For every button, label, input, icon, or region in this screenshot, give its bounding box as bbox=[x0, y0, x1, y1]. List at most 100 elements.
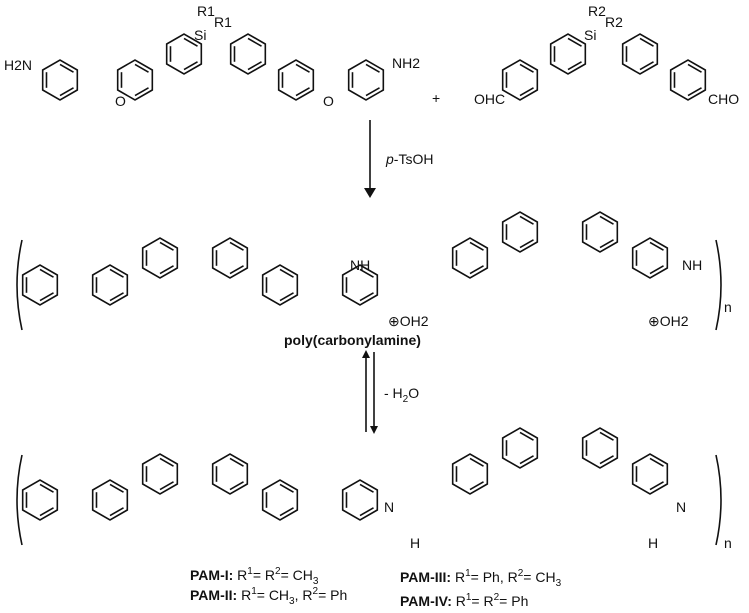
amine-right: NH2 bbox=[392, 55, 420, 71]
intermediate-ring-5-double-bond bbox=[359, 268, 374, 278]
reactant1-ring-4-double-bond bbox=[295, 87, 310, 97]
aldehyde-left: OHC bbox=[474, 91, 505, 107]
reactant2-ring-2-double-bond bbox=[639, 61, 654, 71]
product-ring-0-double-bond bbox=[39, 483, 54, 493]
product-ring-9 bbox=[631, 453, 669, 495]
product-ring-7-double-bond bbox=[519, 431, 534, 441]
reactant1-ring-0-double-bond bbox=[59, 87, 74, 97]
intermediate-ring-9-double-bond bbox=[649, 241, 664, 251]
reactant2-ring-3-double-bond bbox=[687, 63, 702, 73]
bound-text: H2N NH2 OHC CHO Si Si O O R1 R1 R2 R2 NH… bbox=[4, 3, 739, 551]
reactant2-ring-1-double-bond bbox=[567, 37, 582, 47]
product-imine-n-left: N bbox=[384, 499, 394, 515]
intermediate-ring-6-double-bond bbox=[469, 265, 484, 275]
product-ring-5-double-bond bbox=[359, 483, 374, 493]
dehydration-label: - H2O bbox=[384, 385, 419, 405]
intermediate-ring-8-double-bond bbox=[599, 215, 614, 225]
r1-oxygen-left: O bbox=[115, 93, 126, 109]
reactant2-ring-0-double-bond bbox=[519, 63, 534, 73]
intermediate-nh-left: NH bbox=[350, 257, 370, 273]
product-ring-6-double-bond bbox=[469, 481, 484, 491]
reactant2-ring-0 bbox=[501, 59, 539, 101]
reactant2-ring-0-double-bond bbox=[519, 87, 534, 97]
intermediate-ring-9 bbox=[631, 237, 669, 279]
product-imine-n-right: N bbox=[676, 499, 686, 515]
reactant1-ring-2-double-bond bbox=[183, 37, 198, 47]
reactant2-ring-2 bbox=[621, 33, 659, 75]
reactant1-ring-5-double-bond bbox=[365, 63, 380, 73]
legend-pam-4: PAM-IV: R1= R2= Ph bbox=[400, 592, 528, 609]
r1-oxygen-right: O bbox=[323, 93, 334, 109]
intermediate-ring-0-double-bond bbox=[39, 268, 54, 278]
reactant1-ring-5-double-bond bbox=[365, 87, 380, 97]
product-ring-4 bbox=[261, 479, 299, 521]
product-ring-3-double-bond bbox=[229, 481, 244, 491]
r1-substituent-b: R1 bbox=[214, 14, 232, 30]
r1-substituent-a: R1 bbox=[197, 3, 215, 19]
product-ring-9-double-bond bbox=[649, 457, 664, 467]
legend: PAM-I: R1= R2= CH3 PAM-II: R1= CH3, R2= … bbox=[190, 566, 562, 609]
product-ring-8-double-bond bbox=[599, 431, 614, 441]
legend-pam-3: PAM-III: R1= Ph, R2= CH3 bbox=[400, 568, 562, 589]
intermediate-ring-4 bbox=[261, 264, 299, 306]
reagent-label: p-TsOH bbox=[385, 151, 433, 167]
reagent-rest: -TsOH bbox=[394, 151, 434, 167]
intermediate-ring-2-double-bond bbox=[159, 265, 174, 275]
reactant1-ring-2 bbox=[165, 33, 203, 75]
intermediate-ring-3-double-bond bbox=[229, 265, 244, 275]
product-ring-4-double-bond bbox=[279, 483, 294, 493]
aldehyde-right: CHO bbox=[708, 91, 739, 107]
product-ring-7-double-bond bbox=[519, 455, 534, 465]
reactant2-ring-3 bbox=[669, 59, 707, 101]
r2-silicon: Si bbox=[584, 27, 596, 43]
intermediate-ring-9-double-bond bbox=[649, 265, 664, 275]
intermediate-nh-right: NH bbox=[682, 257, 702, 273]
legend-pam-1: PAM-I: R1= R2= CH3 bbox=[190, 566, 319, 587]
legend-pam-2: PAM-II: R1= CH3, R2= Ph bbox=[190, 586, 347, 607]
intermediate-ring-5 bbox=[341, 264, 379, 306]
intermediate-ring-1-double-bond bbox=[109, 268, 124, 278]
intermediate-ring-3-double-bond bbox=[229, 241, 244, 251]
intermediate-oh2-right: ⊕OH2 bbox=[648, 313, 689, 329]
product-ring-3-double-bond bbox=[229, 457, 244, 467]
intermediate-ring-6 bbox=[451, 237, 489, 279]
intermediate-ring-7 bbox=[501, 211, 539, 253]
reactant2-ring-3-double-bond bbox=[687, 87, 702, 97]
intermediate-ring-6-double-bond bbox=[469, 241, 484, 251]
intermediate-ring-7-double-bond bbox=[519, 239, 534, 249]
reactant1-ring-0 bbox=[41, 59, 79, 101]
intermediate-ring-1-double-bond bbox=[109, 292, 124, 302]
reactant1-ring-2-double-bond bbox=[183, 61, 198, 71]
product-ring-6 bbox=[451, 453, 489, 495]
product-ring-8 bbox=[581, 427, 619, 469]
product-ring-1 bbox=[91, 479, 129, 521]
intermediate-ring-2 bbox=[141, 237, 179, 279]
intermediate-name: poly(carbonylamine) bbox=[284, 332, 421, 348]
product-imine-h-left: H bbox=[410, 535, 420, 551]
product-ring-5-double-bond bbox=[359, 507, 374, 517]
r1-silicon: Si bbox=[194, 27, 206, 43]
reactant1-ring-3-double-bond bbox=[247, 37, 262, 47]
product-imine-h-right: H bbox=[648, 535, 658, 551]
intermediate-repeat: n bbox=[724, 299, 732, 315]
intermediate-left-bracket bbox=[16, 239, 23, 331]
reactant1-ring-3-double-bond bbox=[247, 61, 262, 71]
product-ring-1-double-bond bbox=[109, 507, 124, 517]
reactant1-ring-5 bbox=[347, 59, 385, 101]
intermediate-ring-0-double-bond bbox=[39, 292, 54, 302]
product-ring-6-double-bond bbox=[469, 457, 484, 467]
reactant1-ring-4 bbox=[277, 59, 315, 101]
intermediate-ring-8 bbox=[581, 211, 619, 253]
intermediate-right-bracket bbox=[715, 239, 722, 331]
reactant1-ring-0-double-bond bbox=[59, 63, 74, 73]
reactant1-ring-1-double-bond bbox=[134, 63, 149, 73]
product-left-bracket bbox=[16, 454, 23, 546]
reactant1-ring-1-double-bond bbox=[134, 87, 149, 97]
intermediate-ring-0 bbox=[21, 264, 59, 306]
product-ring-3 bbox=[211, 453, 249, 495]
reactant1-ring-1 bbox=[116, 59, 154, 101]
intermediate-ring-5-double-bond bbox=[359, 292, 374, 302]
reaction-arrow-1 bbox=[364, 120, 376, 198]
intermediate-ring-7-double-bond bbox=[519, 215, 534, 225]
